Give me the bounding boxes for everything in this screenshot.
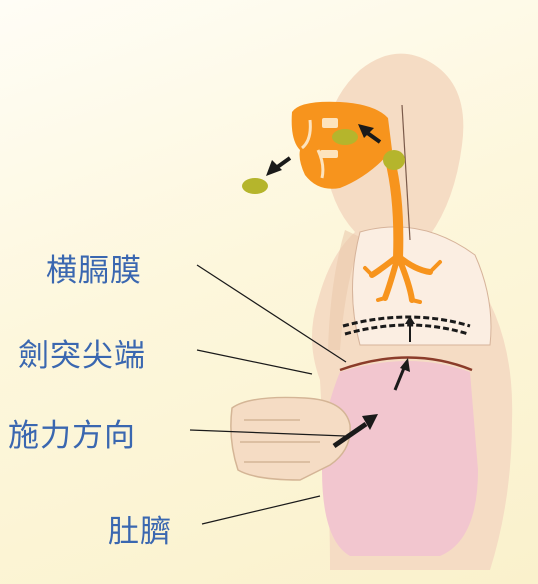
obstruction-expelled xyxy=(242,178,268,194)
label-force-direction: 施力方向 xyxy=(8,410,136,455)
label-xiphoid-tip: 劍突尖端 xyxy=(18,330,146,375)
label-navel: 肚臍 xyxy=(108,506,172,551)
obstruction-mouth xyxy=(332,129,358,145)
obstruction-throat xyxy=(383,150,405,170)
label-diaphragm: 横膈膜 xyxy=(46,245,142,290)
abdomen xyxy=(322,361,478,556)
